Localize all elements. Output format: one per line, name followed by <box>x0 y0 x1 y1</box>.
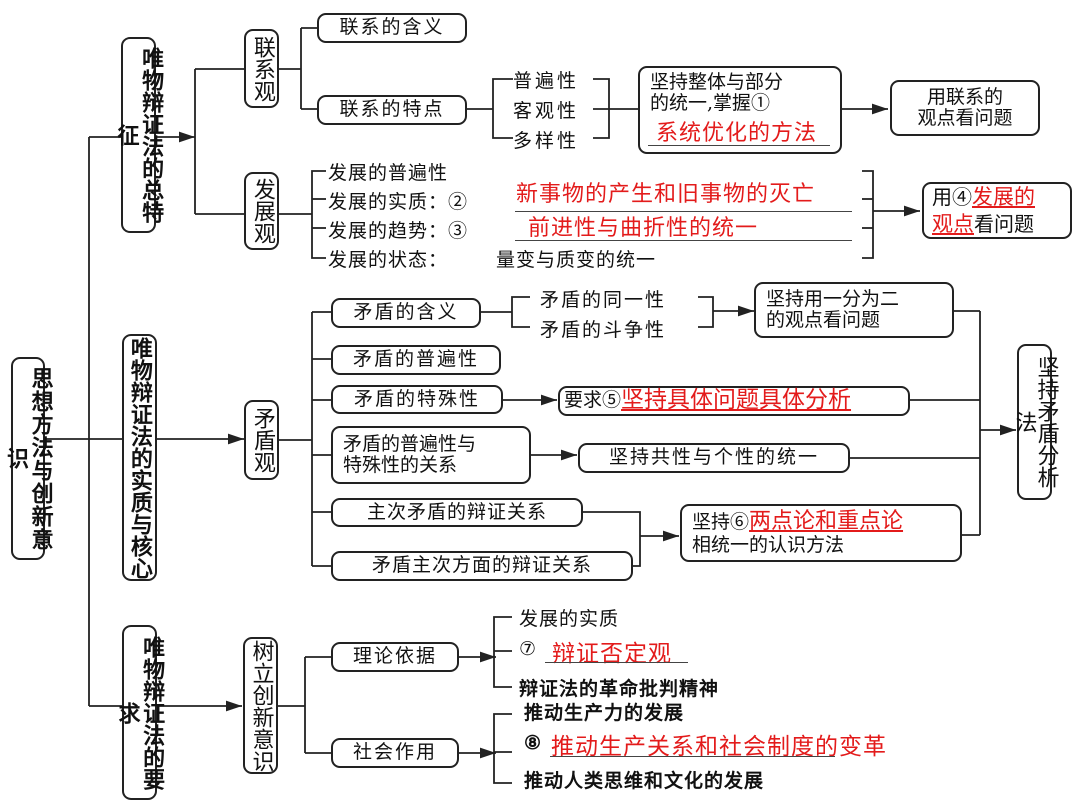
insist6-prefix: 坚持⑥ <box>692 511 750 534</box>
connection-meaning-box: 联系的含义 <box>317 13 467 43</box>
result-line1: 用联系的 <box>926 85 1003 108</box>
theory-item-7: ⑦ <box>519 638 538 660</box>
innovation-label: 树立创新意识 <box>248 639 274 772</box>
branch-general: 唯物辩证法的总特征 <box>114 37 164 233</box>
trait-diverse: 多样性 <box>513 130 580 152</box>
insist-line1: 坚持整体与部分 <box>650 71 784 93</box>
social-item-culture: 推动人类思维和文化的发展 <box>524 770 765 792</box>
contradiction-meaning-label: 矛盾的含义 <box>353 301 459 324</box>
answer-3-underline <box>515 240 852 241</box>
theory-item-revolutionary: 辩证法的革命批判精神 <box>519 678 720 700</box>
branch-essence-label: 唯物辩证法的实质与核心 <box>126 336 153 579</box>
answer-2-underline <box>515 211 852 212</box>
development-item-essence: 发展的实质：② <box>328 191 469 213</box>
innovation-node: 树立创新意识 <box>243 637 278 774</box>
development-item-universal: 发展的普遍性 <box>328 162 449 184</box>
connection-view-label: 联系观 <box>249 35 275 102</box>
answer-4-part1: 发展的 <box>972 185 1035 210</box>
contradiction-struggle: 矛盾的斗争性 <box>540 319 667 341</box>
development-item-trend: 发展的趋势：③ <box>328 220 469 242</box>
answer-3: 前进性与曲折性的统一 <box>528 216 759 241</box>
connection-meaning-label: 联系的含义 <box>339 16 445 39</box>
contradiction-identity: 矛盾的同一性 <box>540 289 667 311</box>
trait-objective: 客观性 <box>513 100 580 122</box>
one-divides-box: 坚持用一分为二 的观点看问题 <box>754 282 954 338</box>
branch-essence: 唯物辩证法的实质与核心 <box>122 334 157 581</box>
root-label: 思想方法与创新意识 <box>3 366 54 551</box>
contradiction-universality-box: 矛盾的普遍性 <box>331 345 501 375</box>
social-role-label: 社会作用 <box>352 741 437 764</box>
insist6-line2: 相统一的认识方法 <box>692 533 845 556</box>
answer-8-underline <box>550 756 835 757</box>
contradiction-particularity-box: 矛盾的特殊性 <box>331 385 503 414</box>
branch-requirement-label: 唯物辩证法的要求 <box>114 635 166 790</box>
principal-aspect-box: 矛盾主次方面的辩证关系 <box>331 551 633 581</box>
theory-basis-label: 理论依据 <box>352 645 437 668</box>
connection-features-label: 联系的特点 <box>339 98 445 121</box>
branch-requirement: 唯物辩证法的要求 <box>115 625 165 800</box>
connection-features-box: 联系的特点 <box>317 95 467 125</box>
answer-5: 坚持具体问题具体分析 <box>621 387 852 414</box>
trait-universal: 普遍性 <box>513 70 580 92</box>
requirement5-prefix: 要求⑤ <box>564 389 622 412</box>
answer-8: 推动生产关系和社会制度的变革 <box>551 734 887 760</box>
contradiction-view-label: 矛盾观 <box>249 407 275 473</box>
connection-result-box: 用联系的 观点看问题 <box>890 80 1040 136</box>
relation-line1: 矛盾的普遍性与 <box>343 432 477 455</box>
principal-aspect-label: 矛盾主次方面的辩证关系 <box>371 554 592 577</box>
contradiction-analysis-label: 坚持矛盾分析法 <box>1011 356 1059 488</box>
commonality-box: 坚持共性与个性的统一 <box>578 443 850 473</box>
universality-particularity-box: 矛盾的普遍性与 特殊性的关系 <box>331 426 531 484</box>
answer-1: 系统优化的方法 <box>656 121 818 146</box>
development-item-state: 发展的状态： <box>328 249 449 271</box>
result-line2: 观点看问题 <box>917 107 1013 129</box>
answer-2: 新事物的产生和旧事物的灭亡 <box>516 182 816 207</box>
development-view-label: 发展观 <box>249 178 275 244</box>
answer-7-underline <box>545 662 688 663</box>
contradiction-analysis-node: 坚持矛盾分析法 <box>1012 344 1059 500</box>
result4-prefix: 用④ <box>932 185 972 210</box>
one-divides-line2: 的观点看问题 <box>766 309 881 331</box>
root-node: 思想方法与创新意识 <box>3 357 54 560</box>
relation-line2: 特殊性的关系 <box>343 454 458 476</box>
connection-insist-box: 坚持整体与部分 的统一,掌握① <box>638 66 842 154</box>
result4-suffix: 看问题 <box>974 211 1034 236</box>
social-item-productivity: 推动生产力的发展 <box>524 702 685 724</box>
principal-contradiction-label: 主次矛盾的辩证关系 <box>366 500 547 523</box>
branch-general-label: 唯物辩证法的总特征 <box>113 47 165 223</box>
social-role-box: 社会作用 <box>331 738 459 768</box>
development-result-box: 用④发展的 观点看问题 <box>922 182 1072 239</box>
insist-line2: 的统一,掌握① <box>650 92 771 115</box>
social-item-8: ⑧ <box>524 732 543 754</box>
development-state-value: 量变与质变的统一 <box>496 249 657 271</box>
one-divides-line1: 坚持用一分为二 <box>766 287 900 310</box>
contradiction-view-node: 矛盾观 <box>244 400 279 480</box>
answer-1-underline <box>648 145 830 146</box>
theory-basis-box: 理论依据 <box>331 642 459 672</box>
contradiction-particularity-label: 矛盾的特殊性 <box>353 387 480 410</box>
answer-6: 两点论和重点论 <box>749 509 904 535</box>
commonality-label: 坚持共性与个性的统一 <box>608 446 819 469</box>
contradiction-meaning-box: 矛盾的含义 <box>331 298 481 328</box>
answer-4-part2: 观点 <box>932 211 974 236</box>
insist6-box: 坚持⑥两点论和重点论 相统一的认识方法 <box>680 504 962 562</box>
development-view-node: 发展观 <box>244 172 279 250</box>
principal-contradiction-box: 主次矛盾的辩证关系 <box>331 498 583 527</box>
connection-view-node: 联系观 <box>244 29 279 108</box>
contradiction-universality-label: 矛盾的普遍性 <box>352 348 479 371</box>
theory-item-development: 发展的实质 <box>519 608 620 630</box>
